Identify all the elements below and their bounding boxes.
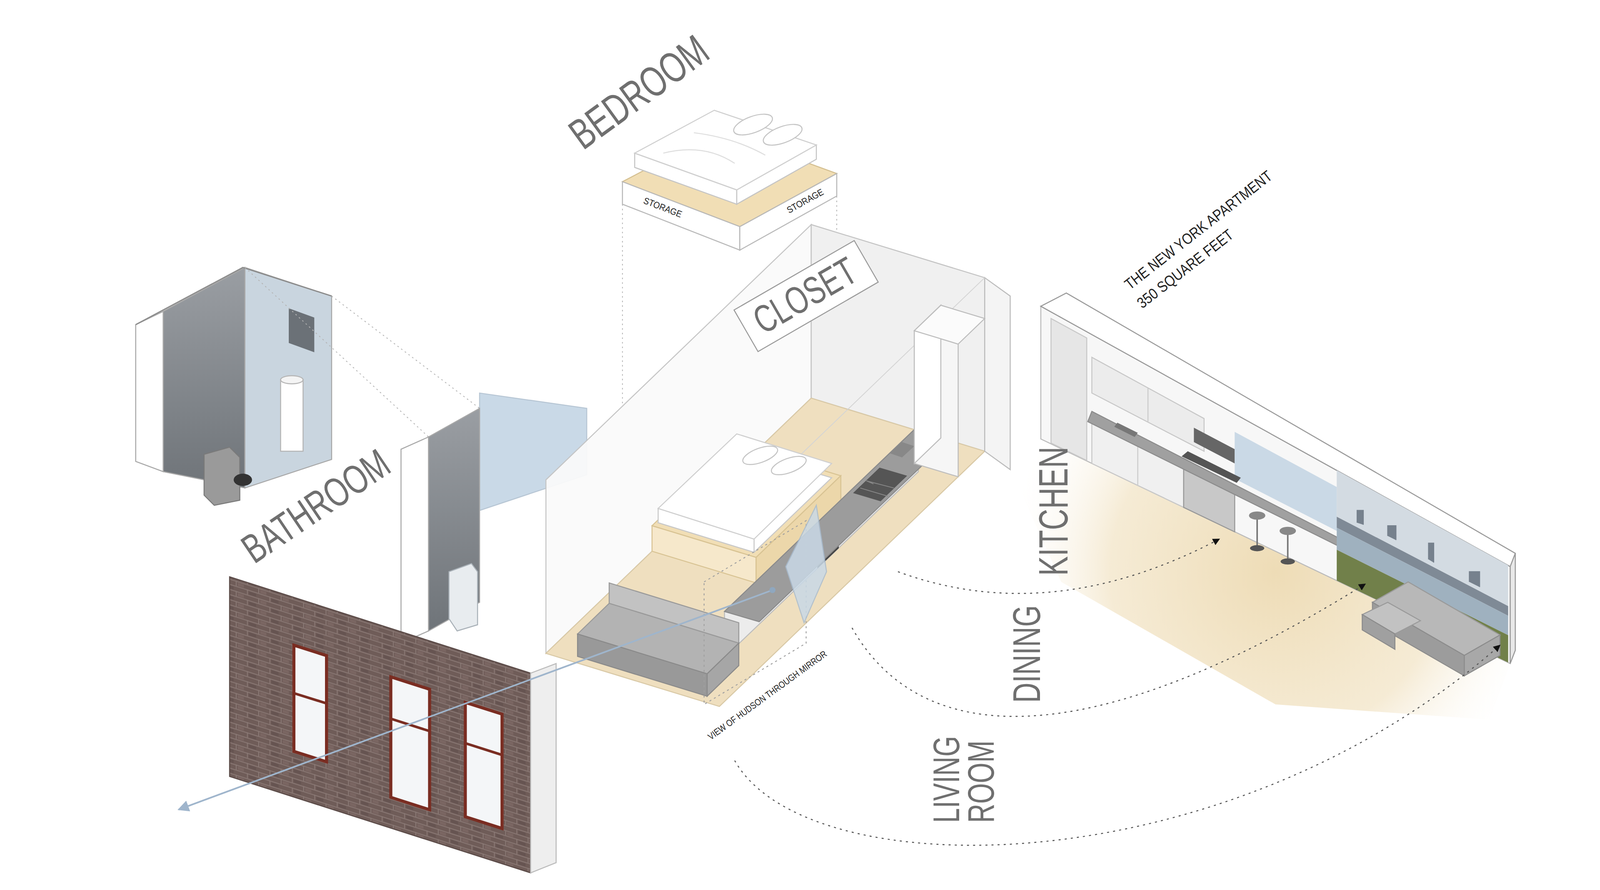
sightline: [178, 590, 773, 810]
kitchen-cutaway: [914, 305, 985, 344]
storage-label: STORAGE: [785, 187, 826, 216]
bathroom-module: [245, 267, 332, 488]
title-label: THE NEW YORK APARTMENT: [1121, 167, 1275, 293]
kitchen-wall: [1040, 292, 1516, 567]
bed-cutaway: [658, 433, 832, 539]
room-label: DINING: [1007, 603, 1048, 703]
mirror: [704, 505, 827, 705]
bathroom-cutaway: [428, 408, 480, 631]
bathroom-module: [288, 308, 315, 353]
storage-label: STORAGE: [785, 186, 827, 215]
room-arc: [734, 645, 1500, 845]
bedroom-platform: [622, 110, 837, 250]
bathroom-module: [135, 267, 332, 506]
bathroom-module: [135, 311, 164, 472]
bathroom-cutaway: [400, 436, 429, 643]
bar-stools: [1280, 558, 1295, 565]
bar-stools: [1279, 526, 1296, 535]
room-label: BEDROOM: [561, 26, 718, 158]
title-label: THE NEW YORK APARTMENT: [1121, 166, 1277, 293]
node-text: CLOSET: [746, 250, 864, 343]
annotation-label: VIEW OF HUDSON THROUGH MIRROR: [706, 648, 830, 742]
apartment-cutaway: [545, 224, 1010, 707]
brick-facade: [465, 742, 503, 755]
kitchen-wall: [1040, 292, 1516, 664]
sofa-cutaway: [577, 582, 739, 696]
bar-stools: [1249, 511, 1266, 520]
room-label: BATHROOM: [234, 440, 398, 570]
storage-label: STORAGE: [642, 196, 684, 220]
sightline: [769, 586, 776, 593]
leader-line: [331, 295, 480, 408]
kitchen-wall: [1050, 318, 1087, 460]
leader-line: [622, 204, 623, 407]
room-label: KITCHEN: [1031, 445, 1075, 576]
brick-facade: [293, 692, 327, 703]
bathroom-cutaway: [449, 563, 478, 631]
closet-box: CLOSET: [733, 239, 879, 353]
brick-facade: [229, 576, 531, 873]
sofa-living: [1464, 634, 1500, 676]
room-label: BATHROOM: [234, 440, 399, 571]
room-label: KITCHEN: [1031, 446, 1075, 576]
bedroom-platform: [634, 110, 817, 190]
bedroom-platform: [760, 120, 805, 150]
bathroom-module: [280, 379, 303, 451]
brick-facade: [530, 663, 556, 873]
sofa-living: [1362, 581, 1500, 676]
bathroom-module: [280, 375, 303, 384]
kitchen-cutaway: [890, 441, 915, 458]
apartment-cutaway: [984, 277, 1010, 470]
bar-stools: [1256, 515, 1258, 546]
sofa-cutaway: [577, 633, 708, 696]
sofa-living: [1362, 614, 1395, 649]
kitchen-wall: [1137, 445, 1138, 486]
leader-line: [245, 267, 429, 438]
bar-stools: [1287, 530, 1289, 560]
kitchen-wall: [1147, 387, 1149, 422]
kitchen-wall: [1114, 422, 1138, 437]
sightline: [178, 586, 776, 810]
kitchen-wall: [1510, 552, 1515, 663]
bed-cutaway: [740, 442, 780, 468]
brick-facade: [229, 576, 557, 873]
bedroom-platform: [663, 132, 766, 163]
mirror: [785, 505, 827, 623]
sofa-cutaway: [707, 642, 739, 696]
room-arc: [852, 583, 1366, 717]
bar-stools: [1250, 545, 1265, 552]
annotation-label: VIEW OF HUDSON THROUGH MIRROR: [706, 649, 829, 743]
room-label: LIVING ROOM: [929, 730, 1000, 823]
room-label: BEDROOM: [561, 27, 717, 158]
kitchen-wall: [1087, 411, 1345, 550]
brick-facade: [293, 645, 327, 762]
bathroom-module: [204, 447, 240, 506]
brick-facade: [390, 676, 430, 810]
bar-stools: [1249, 511, 1297, 565]
room-label: DINING: [1007, 605, 1048, 703]
room-arc: [734, 538, 1500, 845]
kitchen-wall: [1040, 306, 1511, 664]
bed-cutaway: [769, 452, 809, 479]
storage-label: STORAGE: [642, 196, 685, 220]
brick-facade: [465, 702, 503, 828]
kitchen-cutaway: [852, 467, 908, 502]
bathroom-module: [233, 473, 253, 486]
kitchen-cutaway: [724, 305, 985, 658]
kitchen-cutaway: [860, 480, 894, 496]
room-label: LIVING ROOM: [929, 728, 1000, 823]
